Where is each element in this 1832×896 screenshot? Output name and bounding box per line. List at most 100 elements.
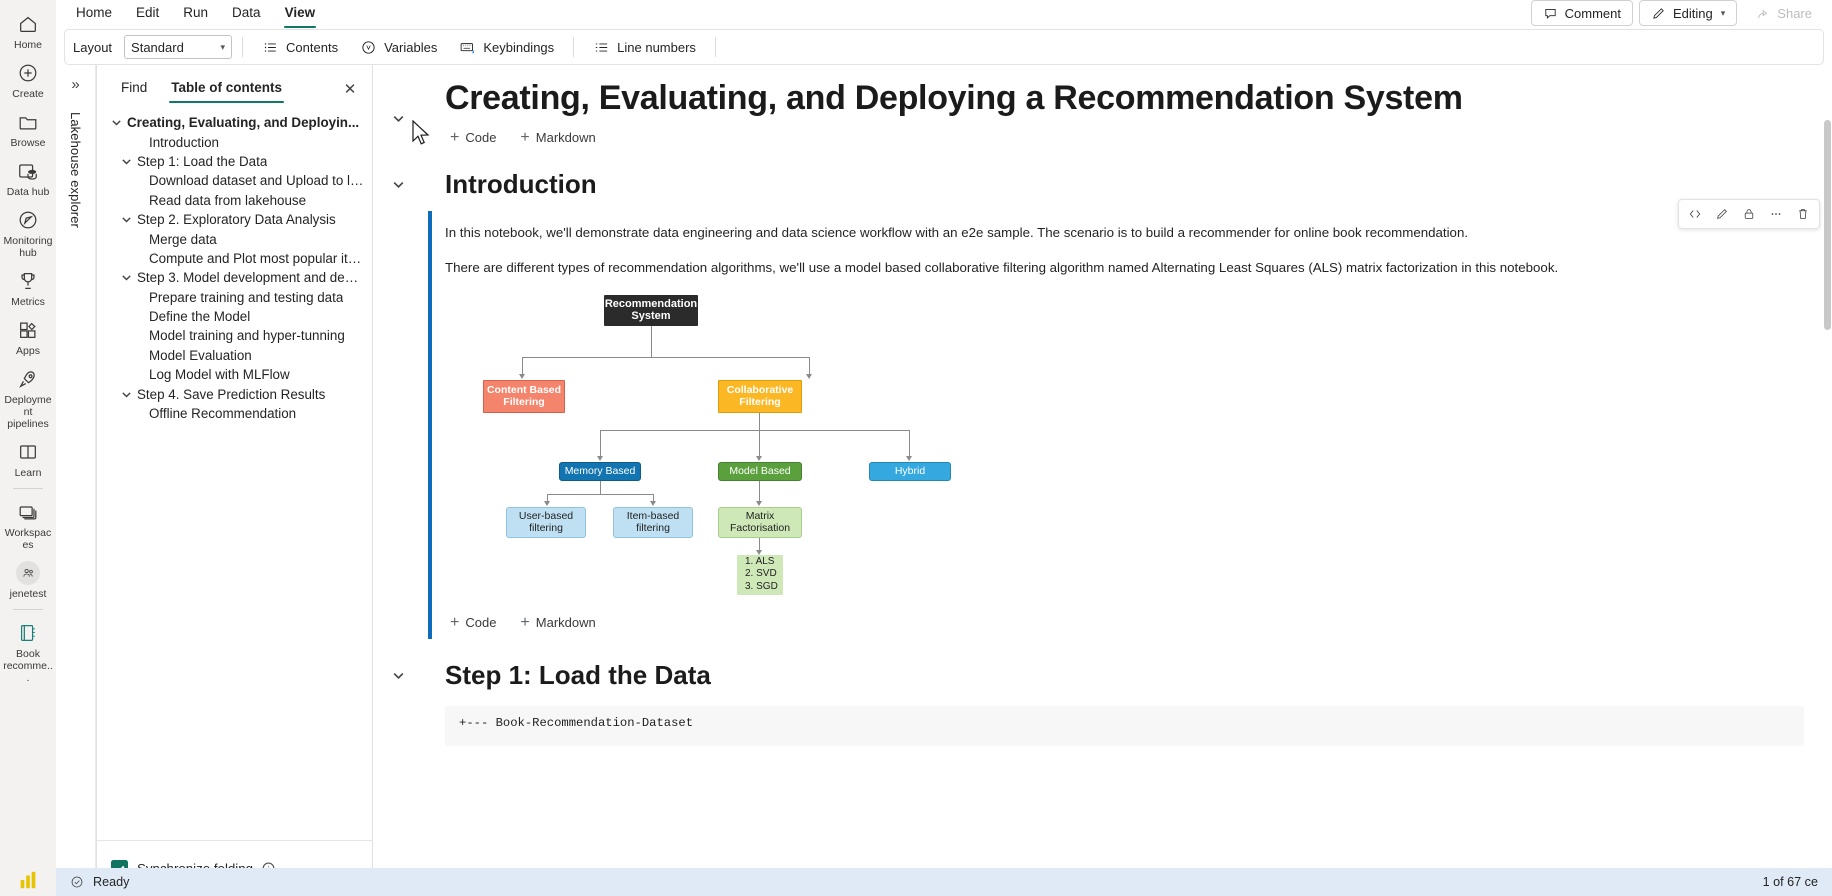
toc-item-introduction[interactable]: Introduction (97, 132, 372, 151)
lock-icon[interactable] (1736, 202, 1762, 226)
notebook-title-cell[interactable]: Creating, Evaluating, and Deploying a Re… (373, 65, 1832, 148)
toc-list: Creating, Evaluating, and Deployin... In… (97, 103, 372, 840)
tab-find[interactable]: Find (121, 80, 148, 95)
rail-item-home[interactable]: Home (0, 6, 56, 55)
top-right-actions: Comment Editing ▾ Share (1530, 0, 1832, 26)
vertical-scrollbar-thumb[interactable] (1824, 120, 1831, 330)
compass-icon (16, 208, 40, 232)
toc-item-define-model[interactable]: Define the Model (97, 307, 372, 326)
chevron-down-icon[interactable] (387, 107, 409, 129)
toc-item-label: Prepare training and testing data (149, 289, 344, 305)
recommendation-system-diagram: Recommendation System Content Based Filt… (463, 293, 983, 595)
toc-item-download-dataset[interactable]: Download dataset and Upload to lakeh... (97, 171, 372, 190)
toc-item-step-2[interactable]: Step 2. Exploratory Data Analysis (97, 210, 372, 229)
code-editor-text[interactable]: +--- Book-Recommendation-Dataset (445, 706, 1804, 747)
add-markdown-cell-button-2[interactable]: + Markdown (515, 613, 600, 633)
introduction-heading-cell[interactable]: Introduction (373, 162, 1832, 202)
menu-item-data[interactable]: Data (232, 5, 261, 20)
layout-select[interactable]: Standard ▾ (124, 35, 233, 59)
add-markdown-cell-button[interactable]: + Markdown (515, 128, 600, 148)
chevron-down-icon[interactable] (115, 272, 137, 283)
rail-label: Monitoring hub (3, 235, 53, 259)
lakehouse-explorer-strip: » Lakehouse explorer (56, 65, 96, 896)
variables-button[interactable]: Variables (351, 33, 446, 61)
cell-toolbar (1678, 199, 1820, 230)
diagram-node-hybrid: Hybrid (869, 461, 951, 481)
toc-item-label: Compute and Plot most popular items (149, 250, 364, 266)
share-button[interactable]: Share (1743, 0, 1824, 26)
code-cell[interactable]: +--- Book-Recommendation-Dataset (373, 706, 1832, 747)
left-nav-rail: Home Create Browse Data hub Monitoring h (0, 0, 56, 896)
menu-item-home[interactable]: Home (76, 5, 113, 20)
keybindings-label: Keybindings (483, 39, 555, 55)
tab-table-of-contents[interactable]: Table of contents (161, 75, 292, 103)
menu-item-edit[interactable]: Edit (136, 5, 160, 20)
share-label: Share (1777, 5, 1812, 21)
rail-item-deployment-pipelines[interactable]: Deployment pipelines (0, 361, 56, 434)
chevron-down-icon[interactable] (105, 117, 127, 128)
trophy-icon (16, 269, 40, 293)
rail-label: Browse (10, 137, 46, 149)
rail-item-monitoring-hub[interactable]: Monitoring hub (0, 202, 56, 263)
cell-position-indicator: 1 of 67 ce (1762, 875, 1818, 889)
markdown-cell-selected[interactable]: In this notebook, we'll demonstrate data… (373, 199, 1832, 639)
database-icon (16, 159, 40, 183)
toc-item-root[interactable]: Creating, Evaluating, and Deployin... (97, 113, 372, 132)
rail-item-workspaces[interactable]: Workspaces (0, 494, 56, 555)
keybindings-button[interactable]: Keybindings (450, 33, 563, 61)
rail-item-metrics[interactable]: Metrics (0, 263, 56, 312)
menu-item-run[interactable]: Run (183, 5, 209, 20)
plus-icon: + (520, 128, 530, 146)
rail-item-jenetest[interactable]: jenetest (0, 555, 56, 604)
pencil-edit-icon[interactable] (1709, 202, 1735, 226)
chevron-down-icon[interactable] (115, 156, 137, 167)
chevron-down-icon[interactable] (115, 389, 137, 400)
rail-item-browse[interactable]: Browse (0, 104, 56, 153)
divider-3 (714, 37, 716, 57)
keyboard-icon (460, 42, 475, 53)
add-code-cell-button-2[interactable]: + Code (445, 613, 501, 633)
step1-heading-cell[interactable]: Step 1: Load the Data (373, 653, 1832, 693)
toc-item-read-data[interactable]: Read data from lakehouse (97, 191, 372, 210)
toc-item-label: Log Model with MLFlow (149, 367, 290, 383)
toc-item-step-4[interactable]: Step 4. Save Prediction Results (97, 384, 372, 403)
apps-grid-icon (16, 318, 40, 342)
rail-label: Book recomme... (3, 648, 53, 684)
toc-item-step-1[interactable]: Step 1: Load the Data (97, 152, 372, 171)
rail-item-learn[interactable]: Learn (0, 434, 56, 483)
diagram-node-collaborative-filtering: Collaborative Filtering (718, 379, 802, 413)
line-numbers-button[interactable]: Line numbers (584, 33, 705, 61)
pencil-edit-icon (1653, 7, 1664, 19)
editing-mode-button[interactable]: Editing ▾ (1639, 0, 1738, 26)
chevron-double-right-icon[interactable]: » (71, 76, 80, 93)
code-brackets-icon[interactable] (1682, 202, 1708, 226)
toc-item-compute-plot[interactable]: Compute and Plot most popular items (97, 249, 372, 268)
rail-item-book-recommendation[interactable]: Book recomme... (0, 615, 56, 688)
contents-button[interactable]: Contents (253, 33, 347, 61)
toc-item-merge-data[interactable]: Merge data (97, 229, 372, 248)
rail-item-create[interactable]: Create (0, 55, 56, 104)
rail-item-apps[interactable]: Apps (0, 312, 56, 361)
toc-item-model-training[interactable]: Model training and hyper-tunning (97, 326, 372, 345)
chevron-down-icon[interactable] (387, 665, 409, 687)
chevron-down-icon[interactable] (387, 174, 409, 196)
notebook-canvas[interactable]: Creating, Evaluating, and Deploying a Re… (373, 65, 1832, 896)
rail-item-power-bi[interactable] (0, 862, 56, 896)
menu-item-view[interactable]: View (273, 2, 328, 28)
comment-button[interactable]: Comment (1530, 0, 1634, 26)
toc-item-step-3[interactable]: Step 3. Model development and deploy (97, 268, 372, 287)
toc-item-label: Step 4. Save Prediction Results (137, 386, 326, 402)
toc-item-offline-recommendation[interactable]: Offline Recommendation (97, 404, 372, 423)
add-code-cell-button[interactable]: + Code (445, 128, 501, 148)
plus-icon: + (450, 613, 460, 631)
rail-item-data-hub[interactable]: Data hub (0, 153, 56, 202)
rail-label: Workspaces (4, 527, 52, 551)
toc-item-prepare-training[interactable]: Prepare training and testing data (97, 288, 372, 307)
lakehouse-explorer-label[interactable]: Lakehouse explorer (68, 112, 83, 228)
chevron-down-icon[interactable] (115, 214, 137, 225)
delete-trash-icon[interactable] (1790, 202, 1816, 226)
toc-item-model-evaluation[interactable]: Model Evaluation (97, 346, 372, 365)
toc-item-log-model-mlflow[interactable]: Log Model with MLFlow (97, 365, 372, 384)
more-ellipsis-icon[interactable] (1763, 202, 1789, 226)
close-icon[interactable]: ✕ (343, 81, 357, 98)
